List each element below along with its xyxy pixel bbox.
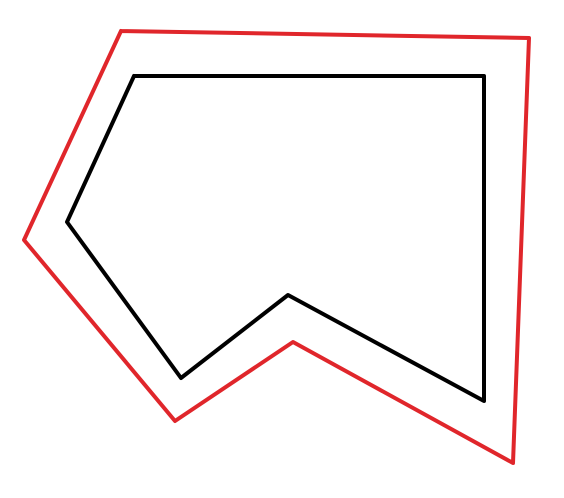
inner-black-polygon: [65, 74, 486, 403]
outer-red-polygon: [22, 29, 531, 465]
